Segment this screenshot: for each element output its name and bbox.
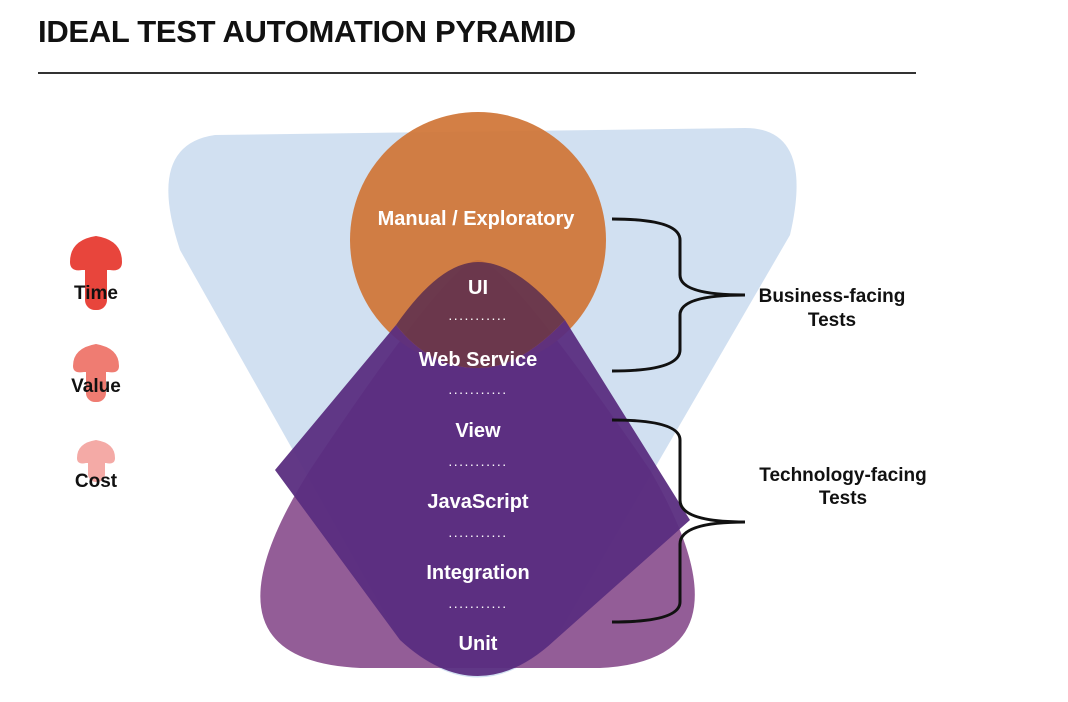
layer-unit: Unit [459,633,498,655]
overlap-region [396,262,565,368]
separator-5: ........... [448,595,507,611]
layer-manual-exploratory: Manual / Exploratory [378,208,576,230]
layer-javascript: JavaScript [427,491,529,513]
technology-tests-label: Tests [819,488,867,509]
business-facing-label: Business-facing [759,286,906,307]
separator-3: ........... [448,453,507,469]
value-arrow-icon [73,344,119,402]
separator-2: ........... [448,381,507,397]
layer-web-service: Web Service [419,349,538,371]
time-arrow-icon [70,236,122,310]
business-facing-brace [611,217,746,373]
center-overlap-region [275,320,690,676]
layer-view: View [455,420,501,442]
layer-integration: Integration [426,562,529,584]
cost-arrow-icon [77,440,115,482]
separator-1: ........... [448,307,507,323]
time-label: Time [74,283,118,304]
business-tests-label: Tests [808,310,856,331]
technology-facing-label: Technology-facing [759,465,926,486]
technology-facing-brace [611,418,746,624]
separator-4: ........... [448,524,507,540]
cost-label: Cost [75,471,118,492]
title-divider [38,72,916,74]
value-label: Value [71,376,121,397]
page-title: IDEAL TEST AUTOMATION PYRAMID [38,14,576,49]
layer-ui: UI [468,277,488,299]
